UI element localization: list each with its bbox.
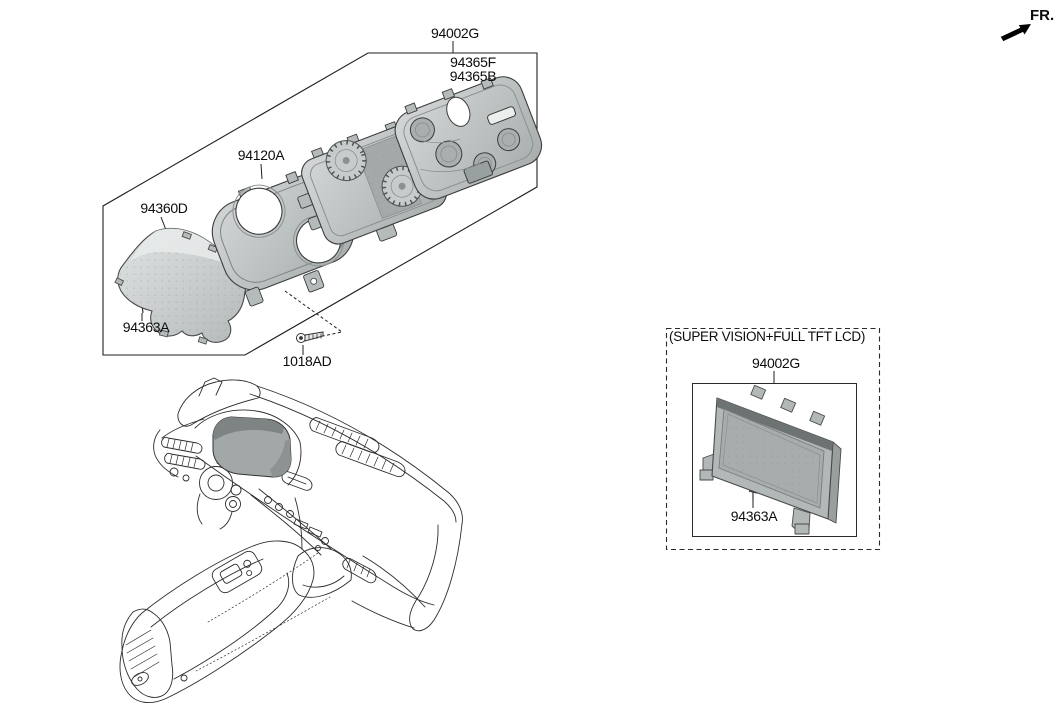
part-label-94360d[interactable]: 94360D [140, 200, 188, 216]
part-label-94365f[interactable]: 94365F [450, 54, 496, 70]
variant-caption: (SUPER VISION+FULL TFT LCD) [669, 329, 866, 344]
variant-dashed-box [665, 327, 881, 551]
part-label-94120a[interactable]: 94120A [237, 147, 285, 163]
tft-cluster-drawing[interactable] [699, 384, 842, 535]
variant-part-label-94002g[interactable]: 94002G [751, 355, 801, 371]
part-label-94365b[interactable]: 94365B [449, 68, 497, 84]
screw-icon-1018ad [296, 331, 324, 343]
part-label-1018ad[interactable]: 1018AD [282, 353, 332, 369]
speedometer-dial [325, 140, 367, 182]
rear-cover-drawing[interactable] [387, 65, 547, 205]
cluster-location-highlight [212, 416, 292, 478]
main-assembly-box [102, 52, 538, 356]
dashboard-drawing [119, 377, 463, 704]
part-label-94002g[interactable]: 94002G [430, 25, 480, 41]
part-label-94363a[interactable]: 94363A [122, 319, 170, 335]
fr-direction-arrow-icon [1000, 24, 1031, 42]
variant-part-label-94363a[interactable]: 94363A [730, 508, 778, 524]
fr-direction-label: FR. [1030, 7, 1055, 24]
